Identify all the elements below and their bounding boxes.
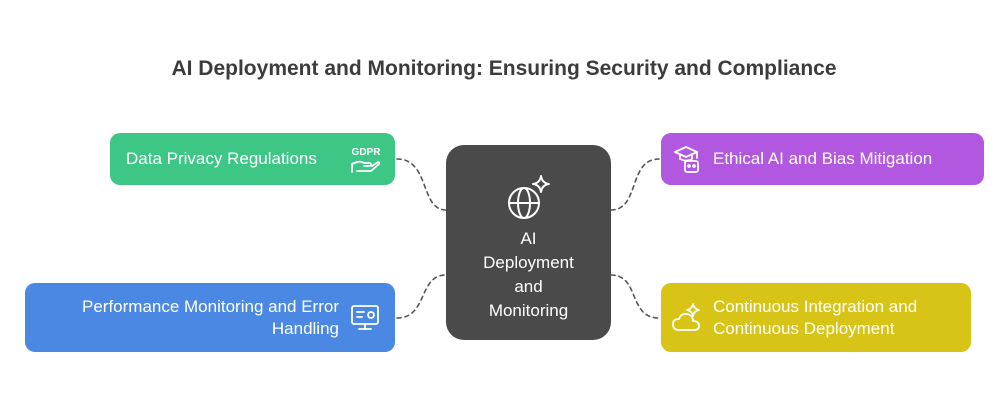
node-label: Performance Monitoring and Error Handlin… [81,296,339,338]
connector-data-privacy [396,158,447,211]
central-line: Monitoring [488,301,569,320]
globe-sparkle-icon [508,175,550,219]
node-performance: Performance Monitoring and Error Handlin… [25,283,395,352]
svg-text:GDPR: GDPR [352,147,382,158]
node-cicd: Continuous Integration and Continuous De… [661,283,971,352]
central-line: and [514,277,543,296]
central-node: AI Deployment and Monitoring [446,145,611,340]
node-ethical-ai: Ethical AI and Bias Mitigation [661,133,984,185]
graduate-robot-icon [674,146,699,173]
central-node-label: AI Deployment and Monitoring [446,227,611,323]
node-data-privacy: Data Privacy Regulations GDPR [110,133,395,185]
monitor-settings-icon [351,304,379,330]
connector-ethical-ai [610,158,660,211]
connector-performance [396,274,447,319]
diagram-title: AI Deployment and Monitoring: Ensuring S… [171,57,837,80]
central-line: AI [520,229,537,248]
connector-cicd [610,274,660,319]
node-label: Ethical AI and Bias Mitigation [713,149,933,168]
central-line: Deployment [483,253,574,272]
gdpr-hand-icon: GDPR [351,147,382,173]
node-label: Continuous Integration and Continuous De… [713,296,918,338]
cloud-sparkle-icon [672,302,700,331]
node-label: Data Privacy Regulations [126,149,317,168]
